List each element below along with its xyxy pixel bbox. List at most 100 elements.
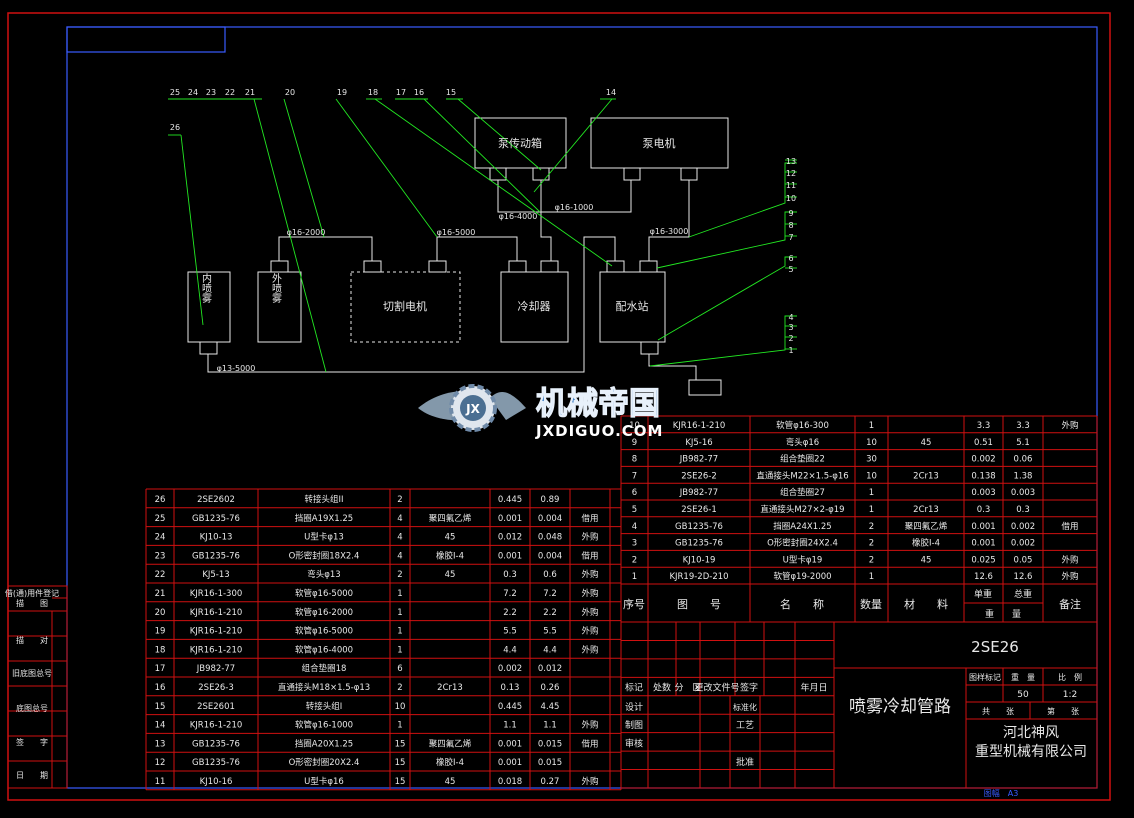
bom-cell: 0.012: [538, 664, 562, 674]
bom-cell: 24: [155, 533, 166, 543]
bom-cell: 2: [397, 495, 402, 505]
inner-frame: [66, 26, 1098, 789]
bom-cell: 外购: [1061, 420, 1078, 431]
bom-cell: 3: [632, 539, 637, 549]
water-station-box: [599, 271, 666, 343]
bom-cell: 23: [155, 551, 166, 561]
bom-cell: 组合垫圈18: [302, 663, 347, 674]
stage-label: 图样标记: [969, 672, 1001, 682]
bom-cell: 1: [869, 488, 874, 498]
callout-number: 25: [170, 88, 180, 97]
bom-cell: 外购: [581, 569, 598, 580]
bom-cell: 45: [921, 438, 932, 448]
bom-cell: 软管φ16-5000: [295, 588, 353, 599]
bom-cell: 15: [395, 739, 406, 749]
bom-cell: KJ10-16: [200, 777, 233, 787]
bom-cell: 1: [632, 572, 637, 582]
bom-cell: 0.003: [1011, 488, 1035, 498]
bom-cell: 22: [155, 570, 166, 580]
bom-cell: 直通接头M22×1.5-φ16: [756, 470, 848, 481]
header-weight: 重 量: [985, 608, 1021, 620]
bom-cell: 26: [155, 495, 166, 505]
bom-cell: 2Cr13: [913, 505, 939, 515]
bom-cell: 0.003: [971, 488, 995, 498]
bom-cell: 9: [632, 438, 637, 448]
weight-label: 重 量: [1011, 672, 1035, 682]
bom-cell: 2Cr13: [913, 471, 939, 481]
cutting-motor-box: [350, 271, 461, 343]
label-inner-spray: 内喷雾: [200, 272, 212, 304]
bom-cell: JB982-77: [679, 455, 718, 465]
bom-cell: 11: [155, 777, 166, 787]
bom-cell: 0.001: [498, 739, 522, 749]
bom-cell: 14: [155, 721, 166, 731]
title-block: 标记处数分 区更改文件号签字年月日设计标准化制图工艺审核批准2SE26喷雾冷却管…: [620, 621, 1098, 798]
cooling-pipe-diagram: [187, 117, 729, 396]
role-process: 工艺: [736, 720, 754, 731]
callout-number: 13: [786, 157, 796, 166]
bom-cell: 2SE2602: [197, 495, 235, 505]
header-remark: 备注: [1059, 597, 1081, 611]
callout-number: 6: [788, 254, 793, 263]
bom-cell: KJ5-13: [202, 570, 229, 580]
bom-cell: KJR16-1-210: [190, 645, 243, 655]
drawing-code: 2SE26: [971, 638, 1019, 656]
header-name: 名 称: [780, 597, 824, 611]
bom-cell: 外购: [581, 626, 598, 637]
bom-cell: GB1235-76: [192, 739, 240, 749]
bom-cell: 6: [397, 664, 402, 674]
bom-cell: 2: [869, 555, 874, 565]
bom-cell: 0.445: [498, 702, 522, 712]
bom-cell: 挡圈A19X1.25: [295, 513, 353, 524]
bom-cell: 外购: [581, 644, 598, 655]
callout-number: 21: [245, 88, 255, 97]
bom-cell: 2.2: [503, 608, 517, 618]
side-label: 描 对: [16, 635, 48, 645]
bom-cell: 1: [869, 421, 874, 431]
bom-cell: 5.5: [503, 627, 517, 637]
corner-box: [66, 26, 226, 53]
rev-header: 更改文件号: [694, 681, 739, 693]
bom-cell: 10: [866, 471, 877, 481]
callout-number: 17: [396, 88, 406, 97]
bom-cell: 45: [921, 555, 932, 565]
label-outer-spray: 外喷雾: [270, 273, 282, 304]
bom-cell: 18: [155, 645, 166, 655]
watermark-title: 机械帝国: [536, 386, 660, 422]
watermark-logo: JX 机械帝国 JXDIGUO.COM: [418, 384, 662, 440]
bom-cell: 4.4: [543, 645, 557, 655]
bom-cell: 7.2: [503, 589, 517, 599]
bom-cell: 0.89: [541, 495, 560, 505]
role-approve: 批准: [736, 756, 754, 768]
bom-cell: 借用: [581, 550, 598, 561]
bom-cell: 弯头φ13: [307, 569, 340, 580]
bom-cell: 挡圈A24X1.25: [773, 521, 831, 532]
bom-cell: 2Cr13: [437, 683, 463, 693]
bom-cell: 外购: [581, 532, 598, 543]
side-label: 签 字: [16, 737, 48, 747]
callout-number: 26: [170, 123, 180, 132]
rev-header: 分 区: [674, 682, 701, 693]
bom-cell: 1.1: [543, 721, 557, 731]
bom-cell: GB1235-76: [192, 551, 240, 561]
callout-number: 14: [606, 88, 616, 97]
cooler-box: [500, 271, 569, 343]
bom-cell: 3.3: [977, 421, 991, 431]
bom-cell: 软管φ16-2000: [295, 607, 353, 618]
callout-number: 10: [786, 194, 796, 203]
bom-cell: 0.06: [1014, 455, 1033, 465]
bom-cell: 2.2: [543, 608, 557, 618]
bom-cell: 0.445: [498, 495, 522, 505]
bom-cell: 外购: [581, 607, 598, 618]
bom-cell: U型卡φ16: [304, 776, 344, 787]
bom-cell: 19: [155, 627, 166, 637]
bom-cell: 10: [629, 421, 640, 431]
sheet-no: 第 张: [1047, 706, 1079, 716]
bom-cell: 7: [632, 471, 637, 481]
bom-cell: 1: [397, 645, 402, 655]
bom-cell: 7.2: [543, 589, 557, 599]
hose-label: φ16-4000: [499, 212, 538, 221]
header-drawing-no: 图 号: [677, 598, 721, 611]
label-cutting-motor: 切割电机: [383, 299, 427, 313]
